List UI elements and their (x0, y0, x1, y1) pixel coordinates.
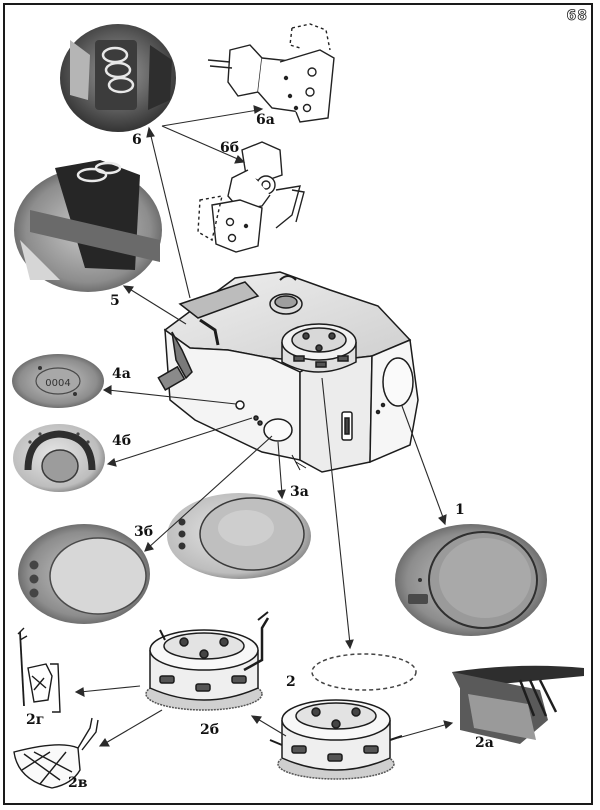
drawing-6b (197, 141, 305, 253)
label-6b: 6б (220, 140, 240, 156)
label-2a: 2а (475, 735, 494, 751)
drawing-6a (207, 23, 335, 123)
photo-3b-hatch (18, 524, 150, 624)
drawing-2v (13, 717, 99, 789)
label-4a: 4а (112, 366, 131, 382)
photo-4b-pistol-port (13, 424, 105, 492)
page-number: 68 (566, 8, 588, 25)
leader-lines (74, 105, 454, 747)
label-1: 1 (455, 502, 465, 518)
label-4b: 4б (112, 433, 132, 449)
cupola-2b-drawing (145, 611, 270, 711)
photo-1-side-hatch (395, 524, 547, 636)
label-3b: 3б (134, 524, 154, 540)
page-frame (3, 3, 593, 805)
drawing-2g (17, 627, 61, 713)
photo-5-vision-block (14, 160, 162, 292)
label-2g: 2г (26, 712, 45, 728)
label-2b: 2б (200, 722, 220, 738)
cupola-2-drawing (269, 653, 417, 780)
turret-drawing (157, 271, 419, 473)
label-2v: 2в (68, 775, 88, 791)
label-2: 2 (286, 674, 296, 690)
label-3a: 3а (290, 484, 309, 500)
label-6a: 6а (256, 112, 275, 128)
label-6: 6 (132, 132, 142, 148)
photo-3a-hatch (167, 493, 311, 579)
photo-2a-periscope-cover (452, 665, 584, 744)
label-5: 5 (110, 293, 120, 309)
photo-4a-plug: 0004 (12, 354, 104, 408)
photo-6-vision-block (60, 24, 176, 132)
plug-marking: 0004 (45, 378, 70, 389)
